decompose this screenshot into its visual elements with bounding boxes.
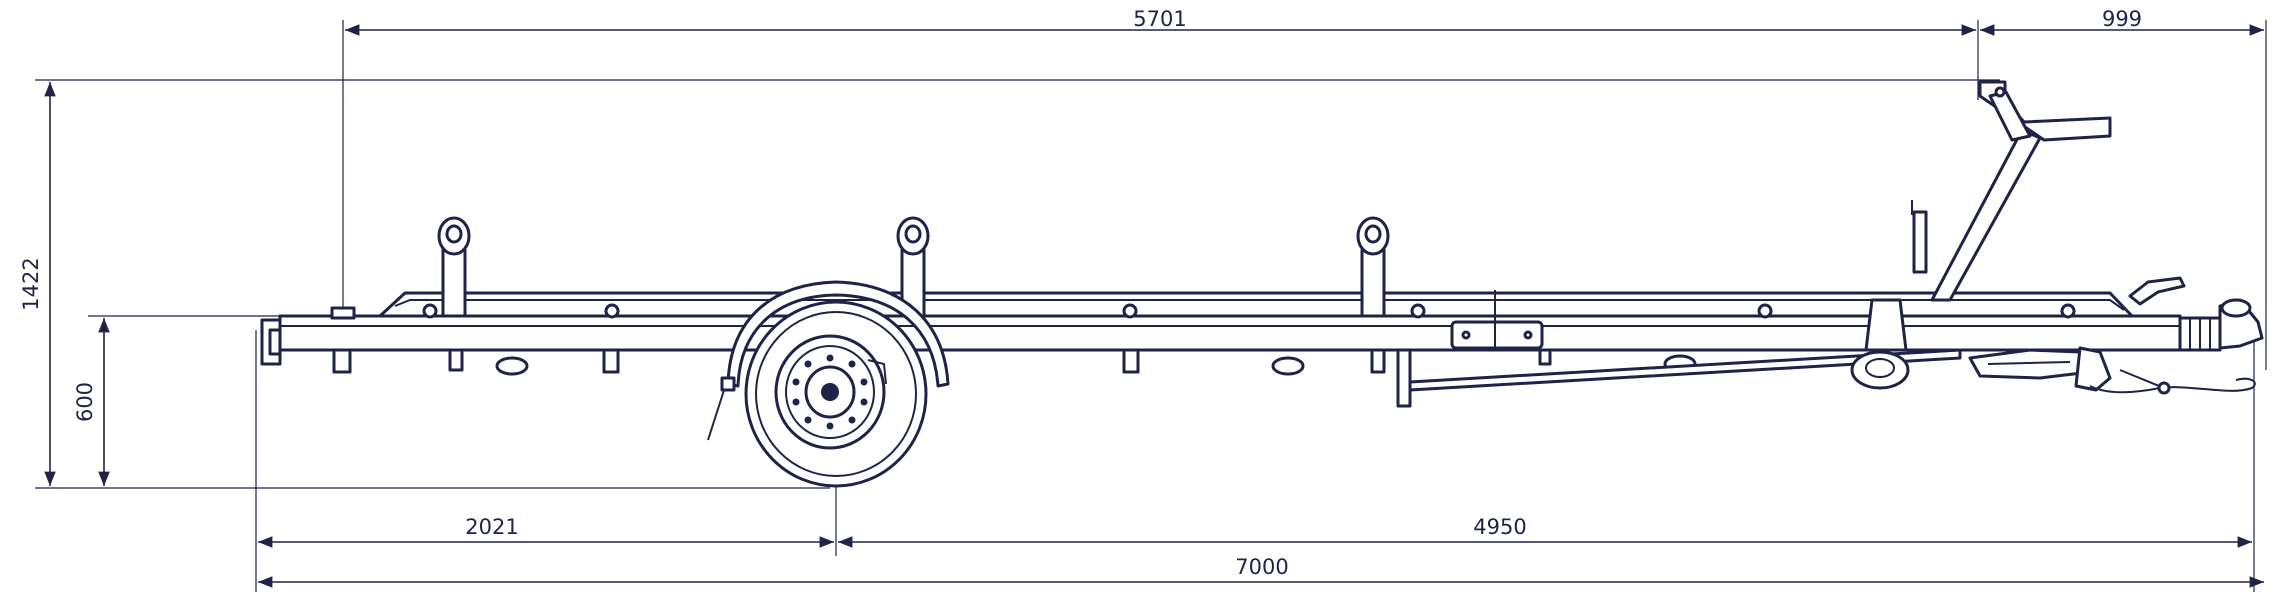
hitch-coupling [1968, 276, 2264, 395]
dimension-label-top-length: 5701 [1133, 7, 1186, 31]
dimension-axle-to-hitch: 4950 [838, 330, 2255, 592]
keel-roller [896, 216, 930, 318]
fender [707, 280, 950, 441]
wheel [744, 300, 928, 488]
dimension-drawbar-length: 999 [1980, 7, 2267, 370]
frame-plate [1450, 290, 1544, 350]
dimension-label-frame-height: 600 [73, 382, 97, 422]
dimension-label-overall-height: 1422 [19, 257, 43, 310]
dimension-label-rear-to-axle: 2021 [465, 515, 518, 539]
frame-bolts [422, 303, 2076, 319]
keel-roller [1356, 216, 1390, 318]
support-leg [1538, 348, 1552, 366]
dimension-label-axle-to-hitch: 4950 [1473, 515, 1526, 539]
diagonal-strut [1408, 348, 1962, 392]
keel-roller [437, 216, 471, 318]
jockey-wheel [1850, 298, 1910, 390]
dimension-overall-height: 1422 [19, 79, 2000, 489]
dimension-label-drawbar-length: 999 [2102, 7, 2142, 31]
dimension-overall-length: 7000 [258, 555, 2264, 588]
rear-light [260, 318, 282, 366]
winch-post [1911, 80, 2112, 302]
dimension-label-overall-length: 7000 [1235, 555, 1288, 579]
dimension-frame-height: 600 [73, 315, 290, 486]
dimension-rear-to-axle: 2021 [255, 330, 837, 592]
